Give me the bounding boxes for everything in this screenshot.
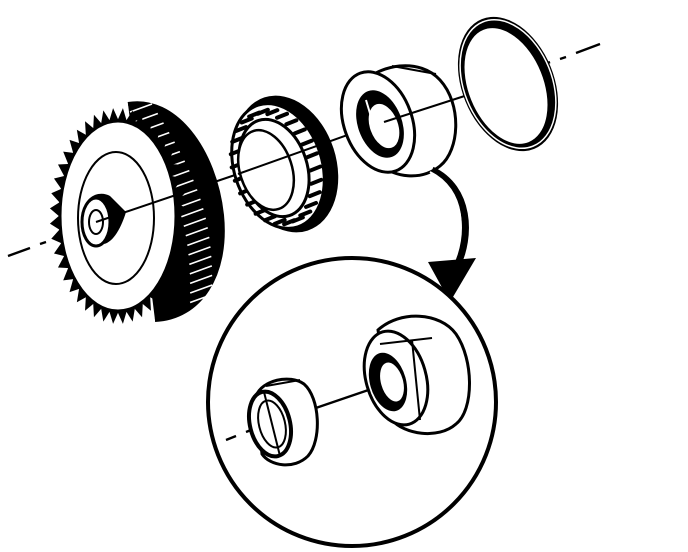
callout-arrow-icon (428, 166, 476, 302)
bearing-race-icon (339, 64, 458, 178)
helical-gear-icon (49, 101, 225, 324)
washer-ring-icon (457, 16, 559, 152)
magnifier-circle-icon (206, 256, 498, 548)
needle-bearing-icon (228, 95, 339, 233)
sleeve-ring-icon (247, 377, 319, 467)
bearing-race-icon (362, 314, 471, 436)
gear-axis-segment (95, 173, 239, 223)
